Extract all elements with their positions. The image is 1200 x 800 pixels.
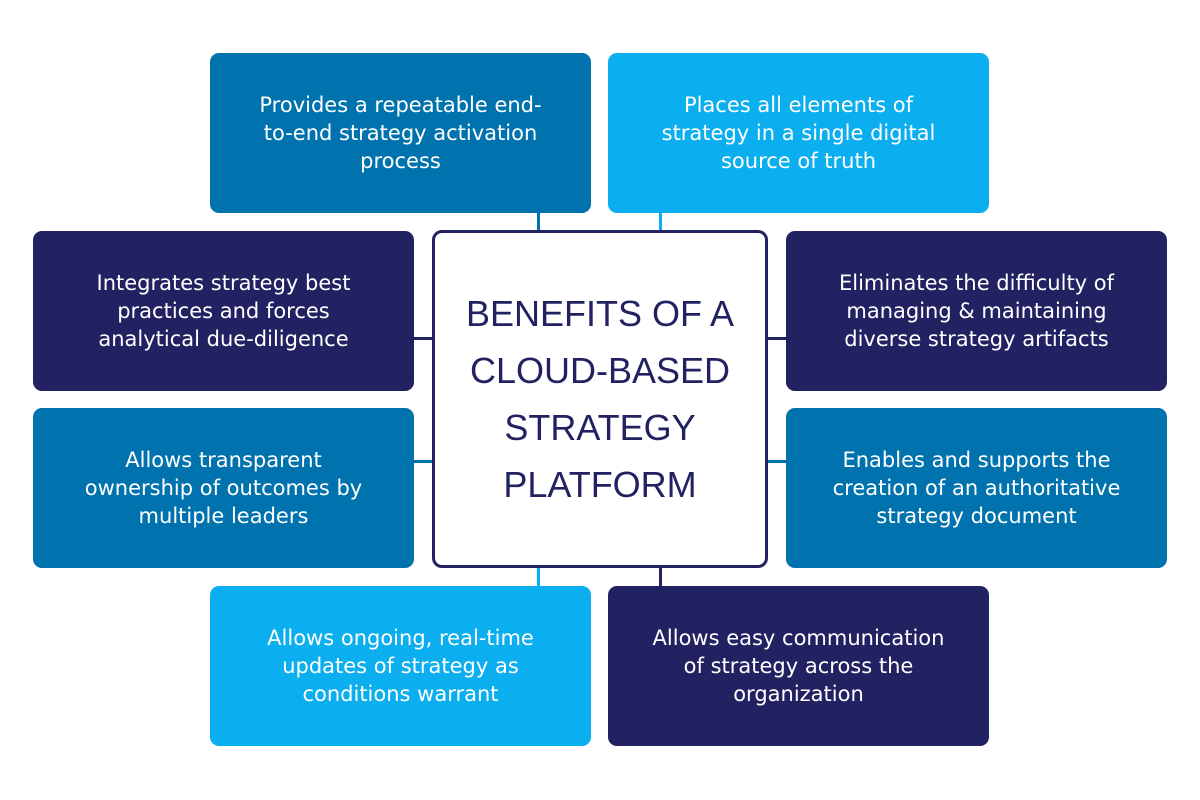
- benefit-text: Eliminates the difficulty of managing & …: [838, 271, 1115, 351]
- benefit-text: Integrates strategy best practices and f…: [96, 271, 351, 351]
- connector: [659, 213, 662, 231]
- benefit-box: Allows easy communication of strategy ac…: [608, 586, 989, 746]
- connector: [413, 337, 433, 340]
- benefit-box: Allows ongoing, real-time updates of str…: [210, 586, 591, 746]
- benefit-box: Provides a repeatable end-to-end strateg…: [210, 53, 591, 213]
- benefit-text: Allows ongoing, real-time updates of str…: [267, 626, 534, 706]
- connector: [767, 337, 787, 340]
- benefit-box: Places all elements of strategy in a sin…: [608, 53, 989, 213]
- center-title-box: BENEFITS OF A CLOUD-BASED STRATEGY PLATF…: [432, 230, 768, 568]
- benefit-box: Eliminates the difficulty of managing & …: [786, 231, 1167, 391]
- benefit-text: Enables and supports the creation of an …: [832, 448, 1121, 528]
- connector: [767, 460, 787, 463]
- connector: [413, 460, 433, 463]
- center-title: BENEFITS OF A CLOUD-BASED STRATEGY PLATF…: [465, 293, 735, 505]
- benefit-text: Allows easy communication of strategy ac…: [652, 626, 945, 706]
- benefit-box: Integrates strategy best practices and f…: [33, 231, 414, 391]
- benefit-box: Enables and supports the creation of an …: [786, 408, 1167, 568]
- benefit-text: Places all elements of strategy in a sin…: [661, 93, 936, 173]
- connector: [659, 567, 662, 586]
- benefit-text: Allows transparent ownership of outcomes…: [84, 448, 363, 528]
- connector: [537, 213, 540, 231]
- benefit-box: Allows transparent ownership of outcomes…: [33, 408, 414, 568]
- benefit-text: Provides a repeatable end-to-end strateg…: [259, 93, 542, 173]
- connector: [537, 567, 540, 586]
